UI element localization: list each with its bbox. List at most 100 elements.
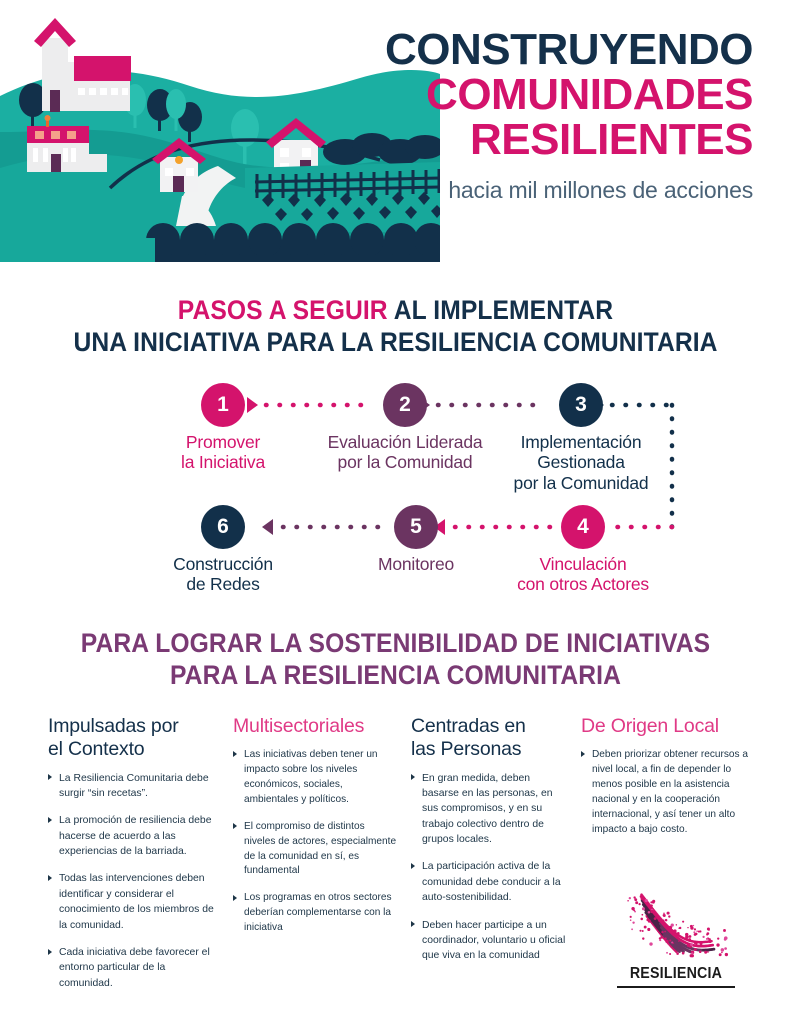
column-1-title: Impulsadas por el Contexto xyxy=(48,715,219,760)
step-4-label-line1: Vinculación xyxy=(539,553,627,574)
bullet-text: Deben hacer participe a un coordinador, … xyxy=(422,919,566,962)
list-item: Deben priorizar obtener recursos a nivel… xyxy=(581,748,756,838)
sustainability-heading: PARA LOGRAR LA SOSTENIBILIDAD DE INICIAT… xyxy=(28,627,764,692)
step-3-label: Implementación Gestionada por la Comunid… xyxy=(481,432,681,493)
bullet-text: En gran medida, deben basarse en las per… xyxy=(422,772,553,846)
list-item: En gran medida, deben basarse en las per… xyxy=(411,771,567,848)
door xyxy=(50,90,60,112)
bushes-navy xyxy=(323,133,440,165)
column-2-title-line1: Multisectoriales xyxy=(233,715,365,738)
connector-5-6 xyxy=(262,518,381,535)
step-4-label-line2: con otros Actores xyxy=(517,574,649,595)
door xyxy=(51,154,61,172)
step-2-label-line2: por la Comunidad xyxy=(337,452,473,473)
column-1-title-line1: Impulsadas por xyxy=(48,715,179,738)
roof-pink xyxy=(266,118,326,148)
step-4-label: Vinculación con otros Actores xyxy=(493,554,673,595)
step-6-label-line2: de Redes xyxy=(186,574,260,595)
bullet-arrow-icon xyxy=(233,823,237,830)
bullet-arrow-icon xyxy=(411,862,415,869)
building-school xyxy=(27,115,107,172)
principle-column-contexto: Impulsadas por el Contexto La Resilienci… xyxy=(48,715,233,1003)
principle-column-origen-local: De Origen Local Deben priorizar obtener … xyxy=(581,715,756,849)
bullet-text: Los programas en otros sectores deberían… xyxy=(244,892,392,934)
title-line-1: CONSTRUYENDO xyxy=(384,25,754,74)
hero-subtitle: hacia mil millones de acciones xyxy=(448,176,753,203)
step-6-label: Construcción de Redes xyxy=(133,554,313,595)
step-3-label-line1: Implementación xyxy=(520,431,642,452)
attic-window xyxy=(175,156,183,164)
title-line-2: COMUNIDADES xyxy=(426,69,753,119)
list-item: Los programas en otros sectores deberían… xyxy=(233,891,397,936)
title-line-3: RESILIENTES xyxy=(470,114,754,164)
step-5-label: Monitoreo xyxy=(326,554,506,574)
resiliencia-logo: RESILIENCIA xyxy=(617,890,735,988)
village-illustration xyxy=(0,18,440,272)
bullet-arrow-icon xyxy=(48,948,52,955)
step-5-number: 5 xyxy=(394,504,438,549)
house-center xyxy=(152,138,206,192)
windows-upper xyxy=(35,131,76,139)
steps-heading-rest: AL IMPLEMENTAR xyxy=(387,295,614,325)
bullet-text: La Resiliencia Comunitaria debe surgir “… xyxy=(59,772,209,799)
tree-navy xyxy=(147,89,173,121)
step-3[interactable]: 3 Implementación Gestionada por la Comun… xyxy=(481,382,681,493)
step-4[interactable]: 4 Vinculación con otros Actores xyxy=(493,504,673,595)
column-3-title-line1: Centradas en xyxy=(411,715,526,738)
principle-column-multisectoriales: Multisectoriales Las iniciativas deben t… xyxy=(233,715,411,948)
steps-heading-line-2: UNA INICIATIVA PARA LA RESILIENCIA COMUN… xyxy=(73,327,718,358)
roof-pink xyxy=(34,18,76,47)
bullet-arrow-icon xyxy=(48,774,52,781)
steps-heading-accent: PASOS A SEGUIR xyxy=(177,295,388,325)
principles-columns: Impulsadas por el Contexto La Resilienci… xyxy=(0,715,791,1003)
bullet-text: Deben priorizar obtener recursos a nivel… xyxy=(592,748,748,835)
step-1[interactable]: 1 Promover la Iniciativa xyxy=(133,382,313,473)
sustainability-heading-line-2: PARA LA RESILIENCIA COMUNITARIA xyxy=(169,659,622,690)
bullet-text: Todas las intervenciones deben identific… xyxy=(59,873,214,931)
windows xyxy=(78,88,128,95)
column-1-title-line2: el Contexto xyxy=(48,737,145,760)
bullet-arrow-icon xyxy=(411,774,415,781)
steps-heading: PASOS A SEGUIR AL IMPLEMENTAR UNA INICIA… xyxy=(28,294,764,359)
column-3-title-line2: las Personas xyxy=(411,737,522,760)
step-3-label-line3: por la Comunidad xyxy=(513,472,649,493)
column-2-title: Multisectoriales xyxy=(233,715,397,738)
step-6[interactable]: 6 Construcción de Redes xyxy=(133,504,313,595)
door xyxy=(173,176,184,192)
bushes-bottom xyxy=(146,223,440,262)
column-1-bullets: La Resiliencia Comunitaria debe surgir “… xyxy=(48,771,219,992)
hero-title-block: CONSTRUYENDO COMUNIDADES RESILIENTES hac… xyxy=(333,25,754,204)
bullet-arrow-icon xyxy=(233,751,237,758)
roof-block-pink xyxy=(74,56,131,81)
column-4-title-line1: De Origen Local xyxy=(581,715,719,738)
list-item: Las iniciativas deben tener un impacto s… xyxy=(233,748,397,808)
building-church xyxy=(34,18,131,112)
crops xyxy=(262,192,440,221)
step-5-label-line1: Monitoreo xyxy=(377,553,455,574)
list-item: El compromiso de distintos niveles de ac… xyxy=(233,820,397,880)
bullet-text: Las iniciativas deben tener un impacto s… xyxy=(244,748,378,805)
step-1-label-line1: Promover xyxy=(185,431,261,452)
step-1-label: Promover la Iniciativa xyxy=(133,432,313,473)
step-1-number: 1 xyxy=(201,382,245,427)
step-4-number: 4 xyxy=(561,504,605,549)
bullet-text: La participación activa de la comunidad … xyxy=(422,861,561,904)
bullet-text: La promoción de resiliencia debe hacerse… xyxy=(59,815,212,858)
list-item: Deben hacer participe a un coordinador, … xyxy=(411,918,567,964)
step-2-number: 2 xyxy=(383,382,427,427)
step-3-label-line2: Gestionada xyxy=(537,452,625,473)
step-2[interactable]: 2 Evaluación Liderada por la Comunidad xyxy=(305,382,505,473)
step-5[interactable]: 5 Monitoreo xyxy=(326,504,506,574)
bullet-arrow-icon xyxy=(48,816,52,823)
bullet-text: Cada iniciativa debe favorecer el entorn… xyxy=(59,947,210,989)
tree-teal xyxy=(231,109,259,147)
connector-1-2 xyxy=(247,396,373,413)
bullet-arrow-icon xyxy=(48,874,52,881)
logo-wordmark: RESILIENCIA xyxy=(629,965,723,982)
tree-teal xyxy=(166,89,186,119)
list-item: Cada iniciativa debe favorecer el entorn… xyxy=(48,945,219,991)
bullet-text: El compromiso de distintos niveles de ac… xyxy=(244,820,397,877)
step-2-label-line1: Evaluación Liderada xyxy=(327,431,483,452)
bullet-arrow-icon xyxy=(233,894,237,901)
